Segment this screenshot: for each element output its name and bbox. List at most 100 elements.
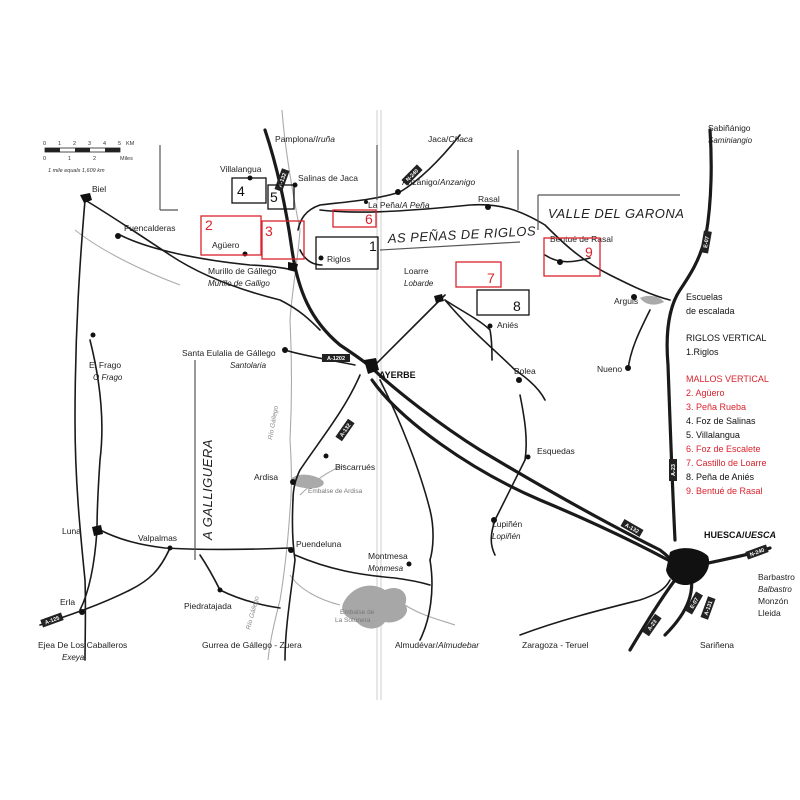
legend-item-7: 7. Castillo de Loarre — [686, 458, 767, 468]
town-marker-ardisa — [290, 479, 296, 485]
legend-item-4: 4. Foz de Salinas — [686, 416, 756, 426]
river-tributary-3 — [404, 604, 456, 626]
river-tributary-1 — [299, 464, 346, 496]
town-marker-bentue — [557, 259, 563, 265]
town-label-anies: Aniés — [497, 320, 518, 330]
road-label-a131: A-131 — [704, 600, 715, 616]
scale-mile-label: Miles — [120, 156, 133, 162]
scale-km-tick: 5 — [118, 141, 121, 147]
town-label-nueno: Nueno — [597, 364, 622, 374]
scale-note: 1 mile equals 1,609 km — [48, 168, 105, 174]
town-label-lleida: Lleida — [758, 608, 781, 618]
town-label-bentue: Bentué de Rasal — [550, 234, 613, 244]
road-label-e07-south: E-07 — [689, 597, 700, 610]
town-label-luna: Luna — [62, 526, 81, 536]
scale-bar: 0 1 2 3 4 5 KM 0 1 2 Miles 1 mile equals… — [43, 141, 135, 174]
road-anies — [444, 299, 493, 361]
town-marker-loarre — [434, 294, 444, 303]
legend-title-2: de escalada — [686, 306, 735, 316]
town-label-fuencalderas: Fuencalderas — [124, 223, 176, 233]
town-marker-lupinen — [491, 517, 497, 523]
river-tributary-2 — [289, 574, 341, 606]
town-label-villalangua: Villalangua — [220, 164, 262, 174]
box-label-8: 8 — [513, 298, 521, 314]
box-1[interactable] — [315, 236, 379, 270]
town-label-salinas: Salinas de Jaca — [298, 173, 358, 183]
town-label-valpalmas: Valpalmas — [138, 533, 177, 543]
town-label-piedratajada: Piedratajada — [184, 601, 232, 611]
box-9[interactable] — [543, 237, 601, 277]
road-ardisa-south — [284, 499, 296, 661]
town-marker-aguero — [242, 251, 248, 257]
town-marker-ayerbe — [364, 358, 379, 374]
town-label-barbastro: Barbastro — [758, 572, 795, 582]
road-biel-east — [84, 199, 321, 331]
box-4[interactable] — [231, 177, 267, 204]
road-loarre — [371, 294, 446, 369]
box-7[interactable] — [455, 261, 502, 288]
road-luna-erla — [79, 529, 98, 611]
climbing-area-boxes: 1 2 3 4 5 6 7 8 9 — [200, 177, 601, 316]
embalse-ardisa-shape — [290, 474, 324, 489]
road-a125 — [39, 547, 171, 626]
scale-mile-tick: 1 — [68, 156, 71, 162]
town-marker-santaeulalia — [282, 347, 288, 353]
town-label-sabinanigo-alt: Saminiangio — [708, 136, 753, 145]
water-label-ardisa: Embalse de Ardisa — [308, 488, 363, 495]
box-5[interactable] — [267, 184, 295, 210]
town-label-biel: Biel — [92, 184, 106, 194]
area-galliguera: A GALLIGUERA — [194, 360, 215, 560]
legend-title-1: Escuelas — [686, 292, 723, 302]
town-label-santaeulalia: Santa Eulalia de Gállego — [182, 348, 276, 358]
town-marker-rasal — [485, 204, 491, 210]
road-almudevar — [419, 559, 433, 641]
town-marker-anzanigo — [395, 189, 401, 195]
town-marker-biel — [80, 193, 92, 203]
town-label-montmesa-alt: Monmesa — [368, 564, 404, 573]
scale-km-tick: 4 — [103, 141, 106, 147]
area-label-galliguera: A GALLIGUERA — [200, 439, 215, 541]
town-label-zaragoza: Zaragoza - Teruel — [522, 640, 589, 650]
town-label-ayerbe: AYERBE — [379, 370, 416, 380]
town-label-ardisa: Ardisa — [254, 472, 278, 482]
box-8[interactable] — [476, 289, 530, 316]
town-label-gurrea: Gurrea de Gállego - Zuera — [202, 640, 302, 650]
box-label-2: 2 — [205, 217, 213, 233]
road-label-a23: A-23 — [671, 464, 677, 476]
box-label-6: 6 — [365, 211, 373, 227]
town-label-barbastro-alt: Balbastro — [758, 585, 792, 594]
box-6[interactable] — [332, 209, 377, 228]
road-label-a132: A-132 — [339, 423, 353, 439]
legend-mallos-head: MALLOS VERTICAL — [686, 374, 769, 384]
town-label-puendeluna: Puendeluna — [296, 539, 342, 549]
legend-item-8: 8. Peña de Aniés — [686, 472, 755, 482]
road-a1202 — [370, 366, 677, 567]
town-label-bolea: Bolea — [514, 366, 536, 376]
town-label-erla: Erla — [60, 597, 75, 607]
box-label-4: 4 — [237, 183, 245, 199]
town-label-huesca: HUESCA/UESCA — [704, 530, 776, 540]
road-a23-south — [628, 578, 677, 652]
road-label-e07: E-07 — [703, 236, 711, 248]
scale-km-tick: 3 — [88, 141, 91, 147]
box-label-9: 9 — [585, 244, 593, 260]
town-label-aguero: Agüero — [212, 240, 240, 250]
town-marker-murillo — [288, 262, 298, 272]
town-label-biscarrues: Biscarrués — [335, 462, 375, 472]
road-label-n240-east: N-240 — [749, 548, 765, 559]
legend-item-9: 9. Bentué de Rasal — [686, 486, 763, 496]
box-2[interactable] — [200, 215, 262, 256]
road-huesca-arc — [370, 378, 670, 562]
box-3[interactable] — [261, 220, 305, 260]
town-marker-biscarrues — [323, 453, 329, 459]
town-marker-bolea — [516, 377, 522, 383]
road-e07 — [665, 128, 713, 542]
town-marker-piedratajada — [217, 587, 223, 593]
road-label-a1202: A-1202 — [327, 356, 345, 362]
town-label-lapena: La Peña/A Peña — [368, 200, 430, 210]
town-marker-valpalmas — [167, 545, 173, 551]
road-n240-north — [263, 128, 374, 370]
town-marker-riglos — [318, 255, 324, 261]
area-label-valle: VALLE DEL GARONA — [548, 206, 684, 221]
road-nueno — [627, 309, 651, 371]
